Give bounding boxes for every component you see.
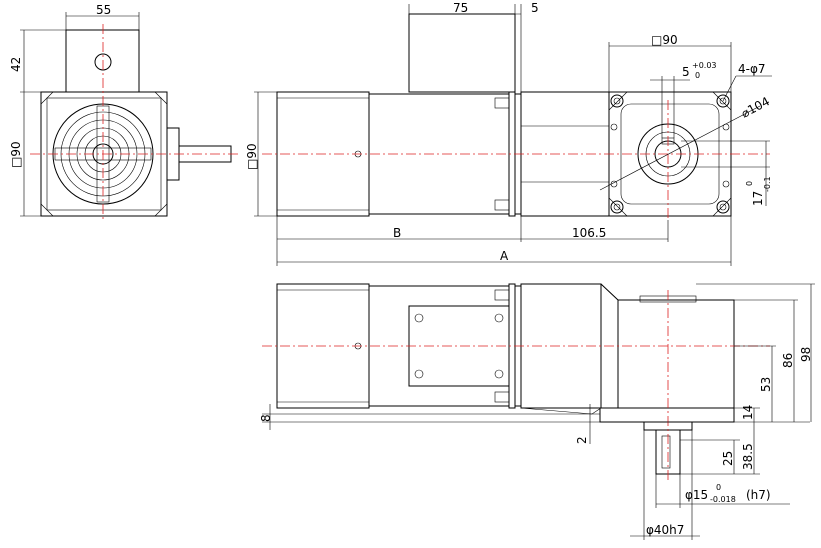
dim-shaft-tol-bot: -0.018	[710, 495, 736, 504]
dim-8: 8	[259, 414, 273, 422]
dim-key-w-tol-top: +0.03	[692, 61, 717, 70]
dim-98: 98	[799, 347, 813, 362]
dim-shaft-tol-top: 0	[716, 483, 721, 492]
dim-key-h-tol-top: 0	[745, 181, 754, 186]
dim-key-w: 5	[682, 65, 690, 79]
dim-25: 25	[721, 451, 735, 466]
dim-86: 86	[781, 353, 795, 368]
dim-key-w-tol-bot: 0	[695, 71, 700, 80]
dim-sq90-mid: □90	[245, 143, 259, 170]
dim-shaft-prefix: φ15	[685, 488, 708, 502]
dim-42: 42	[9, 57, 23, 72]
gearbox-head	[617, 299, 735, 409]
dim-holes: 4-φ7	[738, 62, 766, 76]
front-view: □90 75 5 □90 5 +0.03 0 4-φ7 ⌀104 17 0 -0…	[245, 1, 772, 266]
terminal-box-front	[408, 13, 516, 93]
left-end-view: 55 42 □90	[9, 3, 240, 222]
dim-14: 14	[741, 405, 755, 420]
dim-53: 53	[759, 377, 773, 392]
dim-106-5: 106.5	[572, 226, 606, 240]
terminal-box-end	[65, 29, 140, 93]
dim-5: 5	[531, 1, 539, 15]
dim-key-h: 17	[751, 191, 765, 206]
dim-2: 2	[575, 436, 589, 444]
dim-sq90-left: □90	[9, 141, 23, 168]
dim-pcd: ⌀104	[739, 94, 772, 121]
dim-pilot: φ40h7	[646, 523, 684, 537]
side-view: 8 2 98 86 53 14 38.5 25 φ15 0 -0.018 (h7…	[259, 283, 815, 540]
dim-sq90-top: □90	[651, 33, 678, 47]
dim-55: 55	[96, 3, 111, 17]
dim-75: 75	[453, 1, 468, 15]
dim-B: B	[393, 226, 401, 240]
dim-key-h-tol-bot: -0.1	[763, 176, 772, 192]
dim-shaft-suffix: (h7)	[746, 488, 771, 502]
dim-38-5: 38.5	[741, 443, 755, 470]
dim-A: A	[500, 249, 509, 263]
